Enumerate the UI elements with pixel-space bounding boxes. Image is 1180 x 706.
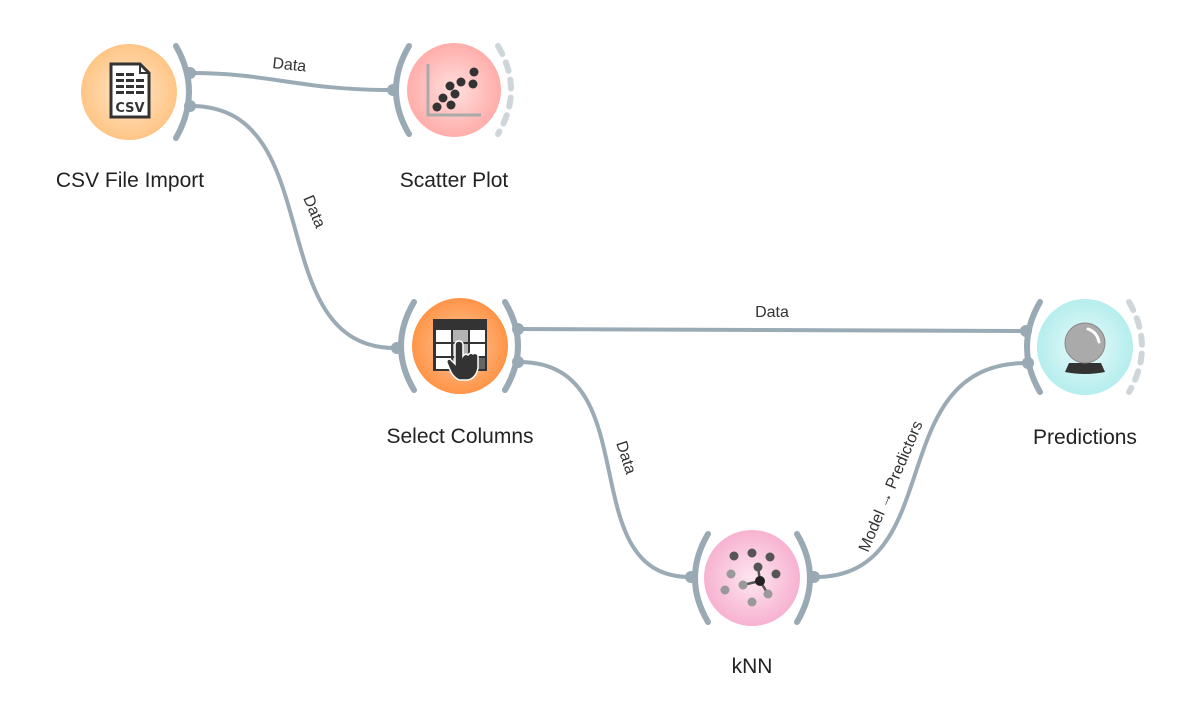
select-columns-icon xyxy=(433,319,487,381)
node-csv-file-import[interactable]: CSV CSV File Import xyxy=(56,43,204,192)
output-channel-arc[interactable] xyxy=(173,43,192,141)
crystal-ball-icon xyxy=(1064,322,1106,374)
output-anchor[interactable] xyxy=(184,67,196,79)
node-label[interactable]: CSV File Import xyxy=(56,169,204,192)
link-knn-predictions[interactable] xyxy=(813,361,1029,579)
node-body[interactable] xyxy=(704,530,800,626)
input-anchor[interactable] xyxy=(1022,357,1034,369)
link-label-csv-select: Data xyxy=(299,193,328,231)
output-channel-arc-unconnected[interactable] xyxy=(495,43,514,137)
node-knn[interactable]: kNN xyxy=(685,530,820,678)
node-label[interactable]: Predictions xyxy=(1033,426,1137,449)
scatter-plot-icon xyxy=(426,64,481,117)
node-select-columns[interactable]: Select Columns xyxy=(386,298,534,448)
node-scatter-plot[interactable]: Scatter Plot xyxy=(387,43,514,192)
output-anchor[interactable] xyxy=(512,323,524,335)
knn-icon xyxy=(720,548,781,607)
output-anchor[interactable] xyxy=(808,571,820,583)
hand-pointer-icon xyxy=(446,340,479,381)
csv-icon-text: CSV xyxy=(115,101,144,116)
input-anchor[interactable] xyxy=(387,84,399,96)
node-label[interactable]: Scatter Plot xyxy=(400,169,509,192)
node-label[interactable]: Select Columns xyxy=(386,425,533,448)
link-csv-select[interactable] xyxy=(189,104,397,350)
link-csv-scatter[interactable] xyxy=(189,71,392,92)
links: Data Data Data Data Model → Predictors xyxy=(189,55,1029,579)
output-channel-arc-unconnected[interactable] xyxy=(1126,299,1145,395)
link-label-csv-scatter: Data xyxy=(272,55,307,75)
input-anchor[interactable] xyxy=(1020,325,1032,337)
input-anchor[interactable] xyxy=(391,342,403,354)
input-channel-arc[interactable] xyxy=(1024,299,1043,395)
link-label-select-knn: Data xyxy=(612,439,639,476)
input-anchor[interactable] xyxy=(685,571,697,583)
node-label[interactable]: kNN xyxy=(732,655,773,678)
link-label-select-predictions: Data xyxy=(755,304,789,321)
output-channel-arc[interactable] xyxy=(502,299,521,393)
link-select-knn[interactable] xyxy=(517,360,692,579)
output-anchor[interactable] xyxy=(512,356,524,368)
link-select-predictions[interactable] xyxy=(515,327,1027,333)
output-anchor[interactable] xyxy=(184,100,196,112)
csv-file-icon: CSV xyxy=(109,62,151,119)
node-predictions[interactable]: Predictions xyxy=(1020,299,1145,449)
